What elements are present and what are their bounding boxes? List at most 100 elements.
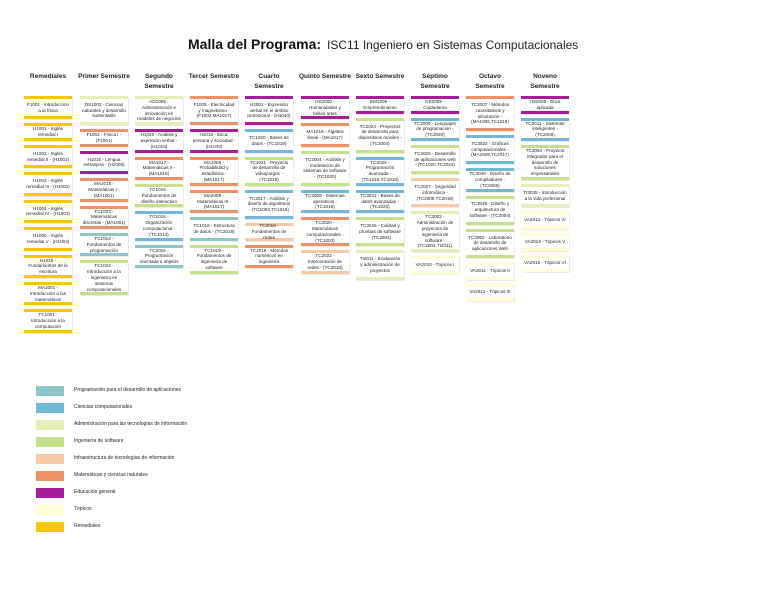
course-card: HS2005 - Ciudadanía: [411, 96, 459, 114]
course-card: TC2006 - Lenguajes de programación - (TC…: [411, 117, 459, 141]
course-card: TC3022 - Gráficas computacionales - (MA2…: [466, 135, 514, 165]
course-card: VA2013 - Tópicos IV: [521, 211, 569, 229]
legend-item: Programación para el desarrollo de aplic…: [36, 384, 336, 398]
course-card: H1004 - Inglés remedial IV - (H1003): [24, 199, 72, 224]
course-card: TC2027 - Seguridad informática - (TC2009…: [411, 178, 459, 208]
course-card: TC3049 - Diseño y arquitectura de softwa…: [466, 195, 514, 225]
course-card: AD1005 - Administración e innovación en …: [135, 96, 183, 126]
course-card: TC2007 - Métodos cuantitativos y simulac…: [466, 96, 514, 131]
legend-item: Tópicos: [36, 503, 336, 517]
legend-label: Administración para las tecnologías de i…: [74, 421, 188, 427]
legend-item: Ciencias computacionales: [36, 401, 336, 415]
course-card: TC2025 - Programación avanzada - (TC1016…: [356, 156, 404, 186]
legend-item: Infraestructura de tecnologías de inform…: [36, 452, 336, 466]
course-card: TC3002 - Administración de proyectos de …: [411, 211, 459, 253]
legend-swatch: [36, 403, 64, 413]
column-header: Sexto Semestre: [355, 73, 405, 80]
course-card: TC3045 - Calidad y pruebas de software -…: [356, 217, 404, 247]
legend-swatch: [36, 454, 64, 464]
course-card: H1001 - Inglés remedial I: [24, 123, 72, 141]
course-card: TC2016 - Programación orientada a objeto…: [135, 244, 183, 268]
column-header: Segundo Semestre: [144, 73, 174, 90]
course-card: MA1006 - Probabilidad y estadística - (M…: [190, 156, 238, 186]
page-title: Malla del Programa: ISC11 Ingeniero en Si…: [188, 36, 578, 54]
course-card: H2001 - Expresión verbal en el ámbito pr…: [245, 96, 293, 126]
course-card: MA1019 - Álgebra lineal - (MA1017): [301, 123, 349, 147]
course-card: H1015 - Fundamentos de la escritura: [24, 254, 72, 278]
course-card: TC2011 - Sistemas inteligentes - (TC2006…: [521, 117, 569, 141]
course-card: H1005 - Inglés remedial V - (H1004): [24, 227, 72, 251]
legend-item: Matemáticas y ciencias naturales: [36, 469, 336, 483]
course-card: VA2014 - Tópicos V: [521, 233, 569, 251]
course-card: TC2022 - Interconexión de redes - (TC201…: [301, 250, 349, 274]
course-card: VA2010 - Tópicos I: [411, 256, 459, 274]
title-bold: Malla del Programa:: [188, 36, 322, 52]
course-card: HS2000 - Humanidades y bellas artes: [301, 96, 349, 120]
course-card: MA2009 - Matemáticas III - (MA1017): [190, 189, 238, 214]
column-header: Cuarto Semestre: [254, 73, 284, 90]
legend-label: Remediales: [74, 523, 101, 529]
legend-label: Ciencias computacionales: [74, 404, 133, 410]
legend-item: Administración para las tecnologías de i…: [36, 418, 336, 432]
legend-swatch: [36, 522, 64, 532]
course-card: TC2009 - Sistemas operativos - (TC1016): [301, 189, 349, 214]
course-card: TC1014 - Fundamentos de programación: [80, 233, 128, 257]
course-card: TC3041 - Bases de datos avanzadas - (TC1…: [356, 189, 404, 214]
course-card: TI3035 - Introducción a la vida profesio…: [521, 184, 569, 208]
column-header: Noveno Semestre: [530, 73, 560, 90]
course-card: TC2026 - Desarrollo de aplicaciones web …: [411, 145, 459, 175]
course-card: MA1015 - Matemáticas I - (MA1001): [80, 178, 128, 202]
column-header: Séptimo Semestre: [420, 73, 450, 90]
course-card: MA1001 - Introducción a las matemáticas: [24, 282, 72, 306]
course-card: TC2004 - Análisis y modelación de sistem…: [301, 150, 349, 186]
course-card: TC2018 - Fundamentos de redes: [245, 223, 293, 241]
course-card: TC1001 - Introducción a la computación: [24, 309, 72, 333]
legend-swatch: [36, 386, 64, 396]
legend-label: Tópicos: [74, 506, 92, 512]
course-card: MA1017 - Matemáticas II - (MA1015): [135, 156, 183, 180]
legend-label: Educación general: [74, 489, 116, 495]
legend-swatch: [36, 420, 64, 430]
course-card: TC2017 - Análisis y diseño de algoritmos…: [245, 189, 293, 219]
course-card: H1016 - Lengua extranjera - (H1005): [80, 150, 128, 175]
legend-item: Educación general: [36, 486, 336, 500]
course-card: DS1003 - Ciencias naturales y desarrollo…: [80, 96, 128, 126]
legend-swatch: [36, 437, 64, 447]
course-card: TI2011 - Evaluación y administración de …: [356, 250, 404, 280]
course-card: H1018 - Ética, persona y sociedad - (H10…: [190, 129, 238, 153]
course-card: H1040 - Análisis y expresión verbal - (H…: [135, 129, 183, 153]
course-card: TC3048 - Diseño de compiladores - (TC200…: [466, 168, 514, 192]
title-program: ISC11 Ingeniero en Sistemas Computaciona…: [327, 38, 579, 52]
legend-swatch: [36, 488, 64, 498]
legend-label: Matemáticas y ciencias naturales: [74, 472, 148, 478]
legend-label: Ingeniería de software: [74, 438, 124, 444]
course-card: TC1016 - Organización computacional - (T…: [135, 211, 183, 241]
course-card: VA2011 - Tópicos II: [466, 262, 514, 280]
course-card: H1003 - Inglés remedial III - (H1002): [24, 172, 72, 196]
course-card: TC1003 - Matemáticas discretas - (MA1001…: [80, 205, 128, 229]
course-card: HS2006 - Ética aplicada: [521, 96, 569, 114]
course-card: TC1015 - Fundamentos de diseño interacti…: [135, 184, 183, 208]
column-header: Octavo Semestre: [475, 73, 505, 90]
legend-swatch: [36, 505, 64, 515]
course-card: TC1018 - Estructura de datos - (TC2016): [190, 217, 238, 241]
course-card: F1002 - Física I - (F1001): [80, 129, 128, 147]
legend-label: Programación para el desarrollo de aplic…: [74, 387, 182, 393]
course-card: VA2012 - Tópicos III: [466, 283, 514, 302]
course-card: TC1023 - Introducción a la ingeniería en…: [80, 260, 128, 296]
column-header: Quinto Semestre: [299, 73, 352, 80]
legend-label: Infraestructura de tecnologías de inform…: [74, 455, 175, 461]
column-header: Tercer Semestre: [188, 73, 240, 80]
course-card: EM1005 - Emprendimiento: [356, 96, 404, 114]
course-card: TC1021 - Proyecto de desarrollo de video…: [245, 156, 293, 186]
course-card: TC2020 - Matemáticas computacionales - (…: [301, 217, 349, 247]
course-card: TC2024 - Proyectos de desarrollo para di…: [356, 117, 404, 153]
course-card: F1001 - Introducción a la física: [24, 96, 72, 120]
column-header: Primer Semestre: [78, 73, 130, 80]
course-card: TC3052 - Laboratorio de desarrollo de ap…: [466, 228, 514, 258]
course-card: TC2019 - Métodos numéricos en ingeniería: [245, 244, 293, 268]
column-header: Remediales: [29, 73, 67, 80]
course-card: VA2015 - Tópicos VI: [521, 254, 569, 273]
legend-item: Ingeniería de software: [36, 435, 336, 449]
course-card: H1002 - Inglés remedial II - (H1001): [24, 145, 72, 169]
